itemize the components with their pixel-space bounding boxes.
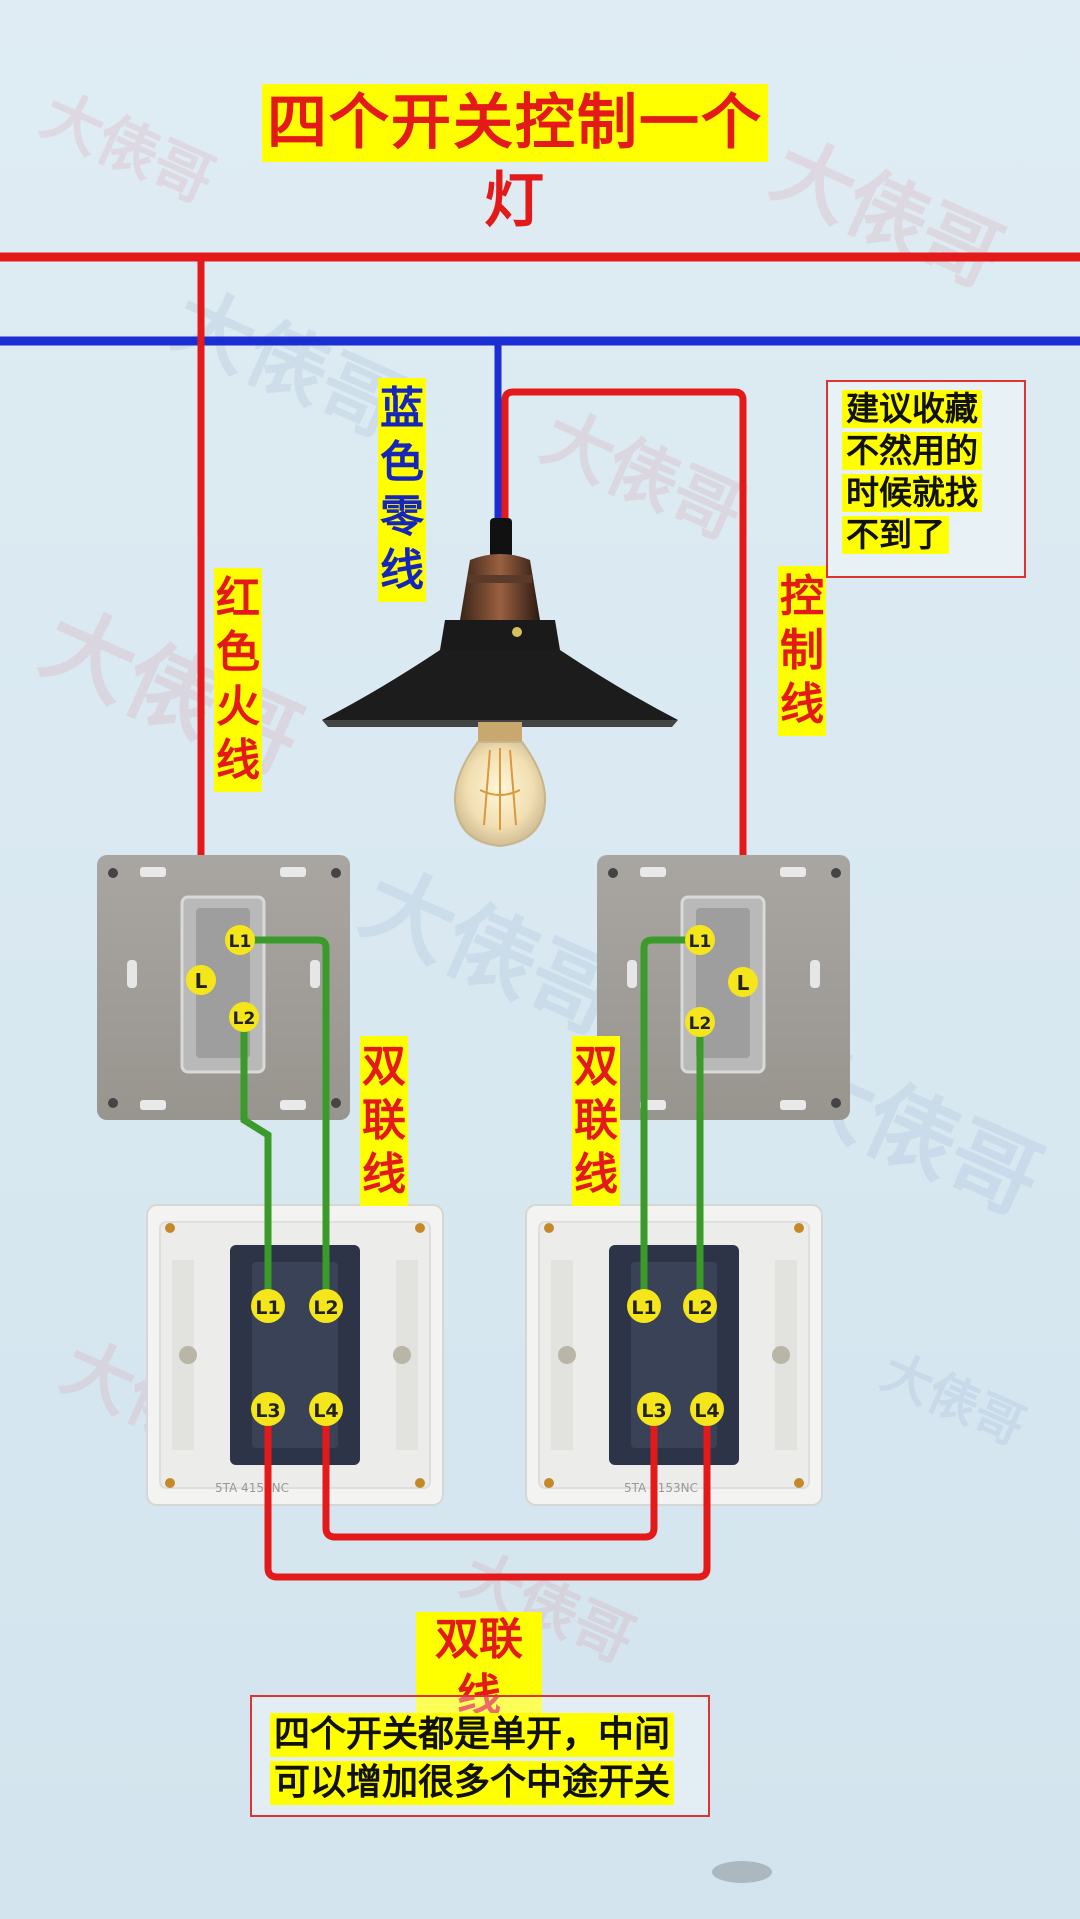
terminal-label: L: [737, 971, 750, 995]
dual-link-wire-outer: [264, 1409, 711, 1581]
note-box-bottom: 四个开关都是单开，中间 可以增加很多个中途开关: [250, 1695, 710, 1817]
terminal-l2-top-left: [229, 1002, 259, 1032]
label-blue-neutral: 蓝色零线: [378, 378, 426, 602]
control-wire: [501, 388, 747, 982]
dual-link-wire-inner: [322, 1409, 658, 1541]
terminal-l3-bottom-left: [251, 1392, 285, 1426]
terminal-l-top-left: [186, 965, 216, 995]
traveler-wire-left-2: [240, 1017, 272, 1306]
switch-print: 5TA 4153NC: [215, 1481, 289, 1495]
note-line: 可以增加很多个中途开关: [270, 1761, 675, 1805]
smudge-mark: [712, 1861, 772, 1883]
terminal-l1-bottom-right: [627, 1289, 661, 1323]
traveler-wire-right-1: [640, 936, 700, 1306]
switch-top-left: [97, 855, 350, 1120]
terminal-label: L3: [641, 1400, 666, 1422]
note-line: 不到了: [842, 516, 949, 554]
label-control-wire: 控制线: [778, 566, 826, 736]
terminal-l4-bottom-right: [690, 1392, 724, 1426]
terminal-l1-bottom-left: [251, 1289, 285, 1323]
terminal-label: L1: [689, 932, 712, 952]
note-line: 四个开关都是单开，中间: [270, 1713, 675, 1757]
note-line: 时候就找: [842, 474, 982, 512]
terminal-label: L1: [631, 1297, 656, 1319]
terminal-l4-bottom-left: [309, 1392, 343, 1426]
terminal-l2-bottom-left: [309, 1289, 343, 1323]
switch-print: 5TA 4153NC: [624, 1481, 698, 1495]
note-line: 建议收藏: [842, 390, 982, 428]
terminal-l2-top-right: [685, 1007, 715, 1037]
terminal-label: L2: [233, 1009, 256, 1029]
terminal-label: L4: [313, 1400, 338, 1422]
terminal-label: L1: [229, 932, 252, 952]
terminal-label: L2: [689, 1014, 712, 1034]
terminal-label: L: [195, 969, 208, 993]
terminal-label: L1: [255, 1297, 280, 1319]
terminal-label: L2: [687, 1297, 712, 1319]
switch-bottom-left: 5TA 4153NC: [146, 1204, 444, 1506]
note-line: 不然用的: [842, 432, 982, 470]
terminal-label: L4: [694, 1400, 719, 1422]
terminal-l1-top-right: [685, 925, 715, 955]
label-dual-right: 双联线: [572, 1036, 620, 1206]
terminal-l3-bottom-right: [637, 1392, 671, 1426]
traveler-wire-left-1: [240, 936, 330, 1306]
terminal-l1-top-left: [225, 925, 255, 955]
terminal-l2-bottom-right: [683, 1289, 717, 1323]
switch-top-right: [597, 855, 850, 1120]
note-box-top: 建议收藏 不然用的 时候就找 不到了: [826, 380, 1026, 578]
terminal-l-top-right: [728, 967, 758, 997]
label-dual-left: 双联线: [360, 1036, 408, 1206]
label-red-live: 红色火线: [214, 568, 262, 792]
page-title: 四个开关控制一个灯: [262, 84, 768, 236]
switch-bottom-right: 5TA 4153NC: [525, 1204, 823, 1506]
pendant-lamp: [322, 518, 678, 848]
terminal-label: L3: [255, 1400, 280, 1422]
terminal-label: L2: [313, 1297, 338, 1319]
